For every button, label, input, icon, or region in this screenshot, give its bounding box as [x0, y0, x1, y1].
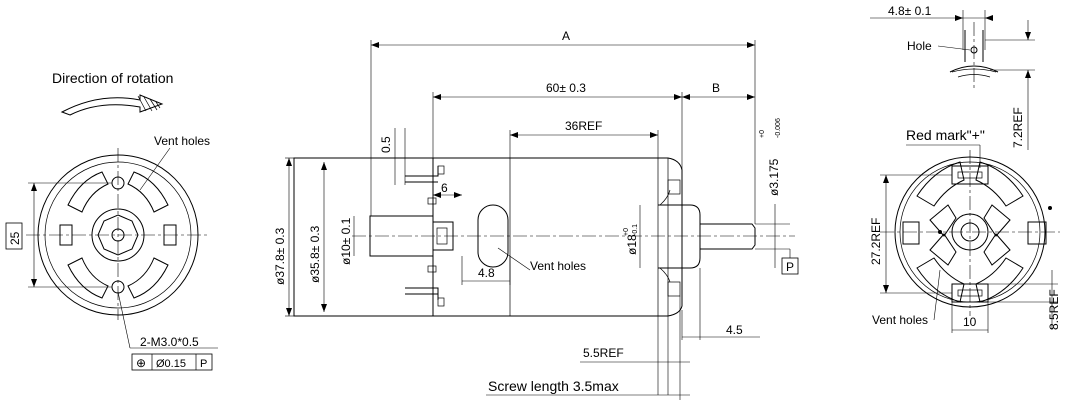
vent-holes-label-right: Vent holes: [872, 313, 928, 327]
vent-holes-label-mid: Vent holes: [530, 259, 586, 273]
dim-B: B: [712, 81, 720, 95]
can-body: [433, 157, 683, 317]
datum-p: P: [786, 260, 794, 274]
shaft: [700, 223, 756, 250]
screw-length-label: Screw length 3.5max: [488, 378, 619, 394]
left-end-view: Direction of rotation: [5, 70, 218, 371]
m3-label: 2-M3.0*0.5: [140, 335, 199, 349]
dim-05: 0.5: [379, 136, 393, 153]
dim-10b: 10: [963, 315, 977, 329]
dim-55ref: 5.5REF: [583, 346, 624, 360]
vent-slots: [59, 171, 177, 299]
dim-48b: 4.8± 0.1: [888, 4, 932, 18]
svg-text:+0: +0: [759, 130, 766, 138]
dim-60: 60± 0.3: [546, 81, 586, 95]
dim-358: ø35.8± 0.3: [308, 225, 322, 283]
tolerance-frame: ⊕ Ø0.15 P: [131, 353, 213, 371]
dim-45: 4.5: [726, 323, 743, 337]
vent-holes-label-left: Vent holes: [154, 134, 210, 148]
dim-48a: 4.8: [478, 266, 495, 280]
dim-A: A: [562, 29, 570, 43]
dim-10: ø10± 0.1: [339, 217, 353, 265]
direction-label: Direction of rotation: [52, 70, 173, 86]
dim-25: 25: [8, 231, 22, 245]
svg-text:P: P: [200, 358, 207, 370]
dim-18: ø18: [625, 234, 639, 255]
terminal-bottom: [405, 287, 439, 300]
svg-text:-0.1: -0.1: [632, 224, 639, 236]
svg-text:⊕: ⊕: [136, 356, 146, 370]
rotation-arrow-icon: [60, 94, 164, 116]
side-view: A 60± 0.3 B 36REF 0.5 6 4.8: [273, 29, 799, 400]
dim-36ref: 36REF: [565, 119, 602, 133]
red-mark-label: Red mark"+": [906, 127, 985, 143]
right-end-view: 4.8± 0.1 Hole 7.2REF Red mark"+": [869, 4, 1061, 333]
hole-label: Hole: [907, 39, 932, 53]
svg-text:+0: +0: [623, 228, 630, 236]
dim-378: ø37.8± 0.3: [273, 227, 287, 285]
svg-text:Ø0.15: Ø0.15: [156, 358, 186, 370]
dim-6: 6: [441, 181, 448, 195]
dim-3175: ø3.175: [767, 158, 781, 196]
dim-272ref: 27.2REF: [869, 218, 883, 265]
dim-72ref: 7.2REF: [1011, 107, 1025, 148]
dim-85ref: 8.5REF: [1047, 289, 1061, 330]
svg-text:-0.006: -0.006: [775, 118, 782, 138]
hub-hex: [97, 214, 139, 256]
